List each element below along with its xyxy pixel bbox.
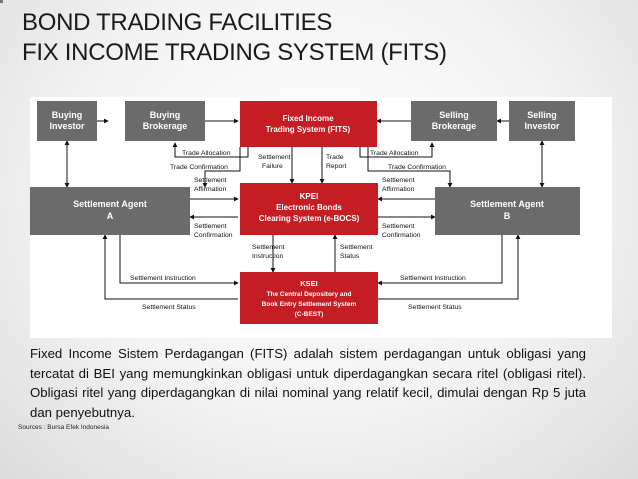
label-settlement-status-left: Settlement Status xyxy=(142,304,196,311)
label-settlement-instruction-right: Settlement Instruction xyxy=(400,275,466,282)
box-settlement-agent-b xyxy=(435,187,580,235)
box-buying-brokerage xyxy=(125,101,205,141)
kpei-line3: Clearing System (e-BOCS) xyxy=(259,214,360,223)
box-fits xyxy=(240,101,377,147)
description-paragraph: Fixed Income Sistem Perdagangan (FITS) a… xyxy=(30,346,586,420)
label-settlement-affirmation-left-1: Settlement xyxy=(194,177,227,184)
box-ksei xyxy=(240,272,378,324)
buying-brokerage-line1: Buying xyxy=(150,110,181,120)
label-settlement-confirmation-right-1: Settlement xyxy=(382,223,415,230)
flow-labels: Trade Allocation Trade Confirmation Trad… xyxy=(130,150,466,311)
arrow-trade-allocation-left xyxy=(172,142,249,158)
slide-corner-mark xyxy=(0,0,3,3)
ksei-line1: KSEI xyxy=(300,279,318,288)
boxes: Buying Investor Buying Brokerage Fixed I… xyxy=(30,101,580,324)
label-settlement-instruction-mid-2: Instruction xyxy=(252,253,284,260)
slide-title: BOND TRADING FACILITIES FIX INCOME TRADI… xyxy=(22,8,447,68)
label-trade-confirmation-right: Trade Confirmation xyxy=(388,164,446,171)
fits-line1: Fixed Income xyxy=(282,114,334,123)
label-settlement-failure-2: Failure xyxy=(262,163,283,170)
selling-brokerage-line1: Selling xyxy=(439,110,469,120)
box-selling-brokerage xyxy=(411,101,497,141)
label-trade-confirmation-left: Trade Confirmation xyxy=(170,164,228,171)
arrow-trade-allocation-right xyxy=(359,142,435,158)
box-selling-investor xyxy=(509,101,575,141)
diagram-panel: Buying Investor Buying Brokerage Fixed I… xyxy=(30,97,612,338)
buying-investor-line2: Investor xyxy=(49,121,85,131)
label-settlement-confirmation-right-2: Confirmation xyxy=(382,232,421,239)
arrow-settlement-instruction-left xyxy=(119,235,239,286)
title-line-1: BOND TRADING FACILITIES xyxy=(22,9,333,36)
ksei-line3: Book Entry Settlement System xyxy=(262,301,357,308)
label-settlement-status-right: Settlement Status xyxy=(408,304,462,311)
ksei-line4: (C-BEST) xyxy=(295,311,324,318)
kpei-line1: KPEI xyxy=(300,192,319,201)
connectors xyxy=(64,118,545,300)
arrow-settlement-status-right xyxy=(378,234,521,300)
fits-line2: Trading System (FITS) xyxy=(266,125,351,134)
label-settlement-confirmation-left-2: Confirmation xyxy=(194,232,233,239)
label-trade-report-1: Trade xyxy=(326,154,344,161)
settlement-agent-a-line1: Settlement Agent xyxy=(73,199,147,209)
buying-brokerage-line2: Brokerage xyxy=(143,121,188,131)
box-kpei xyxy=(240,183,378,235)
kpei-line2: Electronic Bonds xyxy=(276,203,342,212)
arrow-trade-confirmation-left xyxy=(202,147,241,188)
selling-investor-line1: Selling xyxy=(527,110,557,120)
source-note: Sources : Bursa Efek Indonesia xyxy=(18,424,110,431)
label-settlement-failure-1: Settlement xyxy=(258,154,291,161)
settlement-agent-b-line2: B xyxy=(504,211,511,221)
label-settlement-status-mid-1: Settlement xyxy=(340,244,373,251)
label-trade-allocation-left: Trade Allocation xyxy=(182,150,231,157)
arrow-settlement-status-left xyxy=(102,234,238,300)
settlement-agent-a-line2: A xyxy=(107,211,114,221)
label-settlement-instruction-mid-1: Settlement xyxy=(252,244,285,251)
selling-brokerage-line2: Brokerage xyxy=(432,121,477,131)
title-line-2: FIX INCOME TRADING SYSTEM (FITS) xyxy=(22,39,447,66)
box-buying-investor xyxy=(37,101,97,141)
buying-investor-line1: Buying xyxy=(52,110,83,120)
label-settlement-affirmation-right-2: Affirmation xyxy=(382,186,415,193)
box-settlement-agent-a xyxy=(30,187,190,235)
label-trade-report-2: Report xyxy=(326,163,347,170)
arrow-trade-confirmation-right xyxy=(367,147,453,188)
arrow-settlement-instruction-right xyxy=(377,235,503,286)
settlement-agent-b-line1: Settlement Agent xyxy=(470,199,544,209)
label-settlement-affirmation-right-1: Settlement xyxy=(382,177,415,184)
flow-diagram: Buying Investor Buying Brokerage Fixed I… xyxy=(30,101,580,324)
label-settlement-status-mid-2: Status xyxy=(340,253,360,260)
selling-investor-line2: Investor xyxy=(524,121,560,131)
ksei-line2: The Central Depository and xyxy=(267,291,352,298)
label-trade-allocation-right: Trade Allocation xyxy=(370,150,419,157)
label-settlement-confirmation-left-1: Settlement xyxy=(194,223,227,230)
label-settlement-instruction-left: Settlement Instruction xyxy=(130,275,196,282)
label-settlement-affirmation-left-2: Affirmation xyxy=(194,186,227,193)
